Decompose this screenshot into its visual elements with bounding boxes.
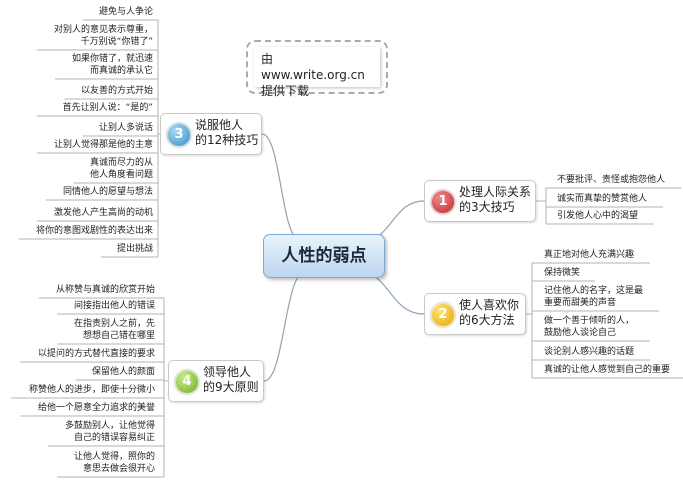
leaf-b4-1: 从称赞与真诚的欣赏开始: [56, 284, 155, 296]
leaf-text-line: 让别人觉得那是他的主意: [53, 140, 153, 150]
leaf-b4-2: 间接指出他人的错误: [74, 300, 155, 312]
leaf-text-line: 同情他人的愿望与想法: [62, 187, 153, 197]
leaf-b4-9: 让他人觉得，照你的意思去做会很开心: [74, 451, 155, 475]
leaf-b3-3: 如果你错了，就迅速而真诚的承认它: [72, 53, 153, 77]
number-4-icon: 4: [175, 370, 199, 394]
leaf-b4-4: 以提问的方式替代直接的要求: [38, 348, 155, 360]
leaf-b2-5: 谈论别人感兴趣的话题: [544, 346, 634, 358]
branch-title-line-2: 的9大原则: [203, 380, 259, 394]
leaf-text-line: 而真诚的承认它: [89, 66, 153, 76]
leaf-b3-2: 对别人的意见表示尊重， 千万别说“你错了”: [54, 24, 153, 48]
download-note: 由www.write.org.cn 提供下载: [246, 40, 388, 98]
leaf-text-line: 真诚的让他人感觉到自己的重要: [544, 365, 671, 375]
leaf-b1-3: 引发他人心中的渴望: [557, 210, 638, 222]
leaf-text-line: 他人角度看问题: [89, 170, 153, 180]
leaf-text-line: 间接指出他人的错误: [73, 301, 155, 311]
branch-relations: 1 处理人际关系 的3大技巧: [424, 180, 536, 222]
leaf-b1-1: 不要批评、责怪或抱怨他人: [557, 174, 665, 186]
leaf-text-line: 意思去做会很开心: [82, 464, 155, 474]
leaf-text-line: 如果你错了，就迅速: [71, 54, 153, 64]
leaf-text-line: 自己的错误容易纠正: [73, 433, 155, 443]
leaf-text-line: 做一个善于倾听的人，: [544, 316, 635, 326]
leaf-text-line: 让别人多说话: [98, 123, 153, 133]
leaf-text-line: 保持微笑: [544, 268, 581, 278]
leaf-b3-8: 真诚而尽力的从他人角度看问题: [90, 157, 153, 181]
leaf-text-line: 千万别说“你错了”: [80, 37, 153, 47]
branch-title-line-2: 的12种技巧: [195, 133, 259, 147]
leaf-text-line: 重要而甜美的声音: [544, 298, 617, 308]
leaf-b3-9: 同情他人的愿望与想法: [63, 186, 153, 198]
leaf-b3-10: 激发他人产生高尚的动机: [54, 207, 153, 219]
branch-connector: [263, 271, 306, 382]
leaf-b4-7: 给他一个愿意全力追求的美誉: [38, 402, 155, 414]
leaf-text-line: 引发他人心中的渴望: [557, 211, 639, 221]
number-3-icon: 3: [167, 123, 191, 147]
leaf-text-line: 首先让别人说：“是的”: [62, 103, 153, 113]
leaf-b2-6: 真诚的让他人感觉到自己的重要: [544, 364, 670, 376]
leaf-b4-3: 在指责别人之前，先想想自己错在哪里: [74, 318, 155, 342]
branch-title-line-2: 的6大方法: [459, 313, 515, 327]
leaf-text-line: 从称赞与真诚的欣赏开始: [55, 285, 155, 295]
leaf-b3-12: 提出挑战: [117, 243, 153, 255]
leaf-text-line: 提出挑战: [116, 244, 153, 254]
leaf-text-line: 谈论别人感兴趣的话题: [544, 347, 635, 357]
leaf-b3-1: 避免与人争论: [99, 6, 153, 18]
leaf-text-line: 以提问的方式替代直接的要求: [37, 349, 155, 359]
leaf-b3-7: 让别人觉得那是他的主意: [54, 139, 153, 151]
leaf-b4-6: 称赞他人的进步，即使十分微小: [29, 384, 155, 396]
leaf-b2-1: 真正地对他人充满兴趣: [544, 249, 634, 261]
leaf-b3-11: 将你的意图戏剧性的表达出来: [36, 225, 153, 237]
leaf-text-line: 以友善的方式开始: [80, 86, 153, 96]
leaf-text-line: 对别人的意见表示尊重，: [53, 25, 153, 35]
leaf-text-line: 激发他人产生高尚的动机: [53, 208, 153, 218]
leaf-text-line: 鼓励他人谈论自己: [544, 328, 617, 338]
number-2-icon: 2: [431, 303, 455, 327]
leaf-text-line: 保留他人的颜面: [91, 367, 155, 377]
leaf-b2-3: 记住他人的名字，这是最重要而甜美的声音: [544, 285, 643, 309]
number-1-icon: 1: [431, 190, 455, 214]
central-topic: 人性的弱点: [263, 234, 385, 278]
leaf-text-line: 在指责别人之前，先: [73, 319, 155, 329]
leaf-text-line: 真正地对他人充满兴趣: [544, 250, 635, 260]
branch-title-line-1: 领导他人: [203, 365, 252, 379]
leaf-text-line: 称赞他人的进步，即使十分微小: [28, 385, 155, 395]
branch-title-line-1: 处理人际关系: [459, 185, 532, 199]
branch-be-liked: 2 使人喜欢你 的6大方法: [424, 293, 526, 335]
note-line-1: 由www.write.org.cn: [261, 52, 365, 82]
branch-title-line-1: 使人喜欢你: [459, 298, 520, 312]
leaf-text-line: 避免与人争论: [98, 7, 153, 17]
leaf-text-line: 让他人觉得，照你的: [73, 452, 155, 462]
leaf-text-line: 给他一个愿意全力追求的美誉: [37, 403, 155, 413]
branch-connector: [261, 133, 301, 241]
leaf-text-line: 将你的意图戏剧性的表达出来: [35, 226, 153, 236]
leaf-b1-2: 诚实而真挚的赞赏他人: [557, 193, 647, 205]
leaf-b2-4: 做一个善于倾听的人， 鼓励他人谈论自己: [544, 315, 634, 339]
leaf-b4-8: 多鼓励别人，让他觉得自己的错误容易纠正: [65, 420, 155, 444]
leaf-text-line: 诚实而真挚的赞赏他人: [557, 194, 648, 204]
branch-persuade: 3 说服他人 的12种技巧: [160, 113, 262, 155]
leaf-b3-5: 首先让别人说：“是的”: [63, 102, 153, 114]
branch-title-line-1: 说服他人: [195, 118, 244, 132]
leaf-b3-4: 以友善的方式开始: [81, 85, 153, 97]
leaf-text-line: 真诚而尽力的从: [89, 158, 153, 168]
branch-lead: 4 领导他人 的9大原则: [168, 360, 264, 402]
leaf-b4-5: 保留他人的颜面: [92, 366, 155, 378]
leaf-b2-2: 保持微笑: [544, 267, 580, 279]
leaf-text-line: 不要批评、责怪或抱怨他人: [557, 175, 666, 185]
leaf-text-line: 多鼓励别人，让他觉得: [64, 421, 155, 431]
leaf-text-line: 想想自己错在哪里: [82, 331, 155, 341]
note-line-2: 提供下载: [261, 84, 310, 98]
leaf-b3-6: 让别人多说话: [99, 122, 153, 134]
branch-title-line-2: 的3大技巧: [459, 200, 515, 214]
leaf-text-line: 记住他人的名字，这是最: [544, 286, 644, 296]
